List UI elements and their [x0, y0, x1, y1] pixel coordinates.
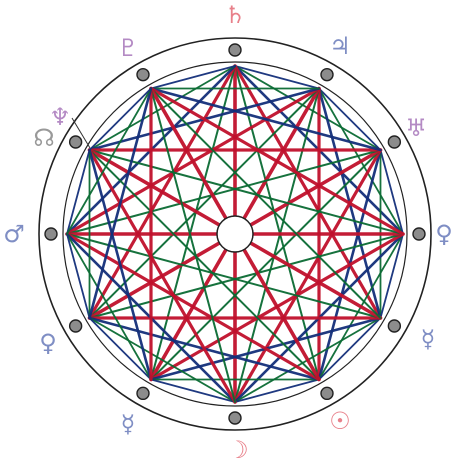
aspect-line — [88, 317, 152, 381]
aspect-line — [66, 233, 152, 381]
planet-node — [44, 227, 58, 241]
aspect-line — [318, 317, 382, 381]
mars-glyph-icon: ♂ — [3, 220, 25, 248]
aspect-line — [88, 149, 320, 381]
aspect-line — [379, 149, 404, 235]
inner-ring — [62, 61, 408, 407]
planet-node — [68, 319, 83, 333]
outer-ring — [38, 37, 432, 431]
ring-tick — [71, 117, 91, 149]
planet-node — [228, 411, 242, 425]
planet-node — [320, 386, 334, 401]
planet-node — [387, 135, 402, 149]
aspect-line — [234, 65, 320, 381]
planet-node — [387, 319, 402, 333]
aspect-line — [66, 149, 91, 235]
jupiter-glyph-icon: ♃ — [329, 32, 351, 60]
aspect-line — [149, 87, 382, 152]
aspect-line — [150, 87, 236, 403]
aspect-line — [150, 65, 236, 381]
aspect-line — [234, 87, 320, 403]
planet-node — [320, 67, 334, 82]
aspect-line — [66, 149, 382, 235]
aspect-line — [66, 87, 152, 235]
aspect-line — [87, 148, 237, 404]
planet-glyphs: ♄ ♃ ♅ ♀ ☿ ☉ ☽ ☿ ♀ ♂ ☊♆ ♇ — [3, 1, 453, 464]
aspect-line — [65, 232, 321, 382]
aspect-line — [150, 378, 236, 403]
aspect-line — [150, 65, 236, 90]
mercury-left-glyph-icon: ☿ — [121, 410, 136, 438]
uranus-glyph-icon: ♅ — [405, 114, 427, 142]
aspect-line — [66, 233, 91, 319]
node-glyph-icon: ☊ — [33, 124, 54, 152]
aspect-line — [88, 233, 404, 319]
aspect-line — [149, 86, 405, 236]
center-hub — [216, 215, 254, 253]
aspect-line — [88, 87, 320, 319]
planet-node — [136, 386, 150, 401]
neptune-glyph-icon: ♆ — [49, 103, 71, 131]
aspect-line — [150, 87, 382, 319]
aspect-line — [88, 317, 236, 403]
aspect-line — [318, 87, 382, 151]
aspect-line — [88, 149, 404, 235]
venus-right-glyph-icon: ♀ — [435, 220, 453, 248]
saturn-glyph-icon: ♄ — [224, 1, 246, 29]
planet-node — [412, 227, 426, 241]
planet-nodes — [44, 43, 426, 425]
aspect-line — [88, 148, 153, 381]
aspect-line — [379, 233, 404, 319]
mercury-right-glyph-icon: ☿ — [421, 325, 436, 353]
planet-node — [228, 43, 242, 57]
pluto-glyph-icon: ♇ — [117, 34, 139, 62]
aspect-line — [150, 149, 382, 381]
aspect-lines — [65, 64, 405, 404]
venus-left-glyph-icon: ♀ — [39, 329, 57, 357]
aspect-line — [234, 378, 320, 403]
aspect-line — [88, 87, 153, 320]
aspect-line — [66, 233, 382, 319]
sun-glyph-icon: ☉ — [329, 407, 351, 435]
planet-node — [68, 135, 83, 149]
moon-glyph-icon: ☽ — [227, 436, 249, 464]
planet-node — [136, 67, 150, 82]
aspect-line — [88, 87, 152, 151]
aspect-line — [234, 65, 320, 90]
